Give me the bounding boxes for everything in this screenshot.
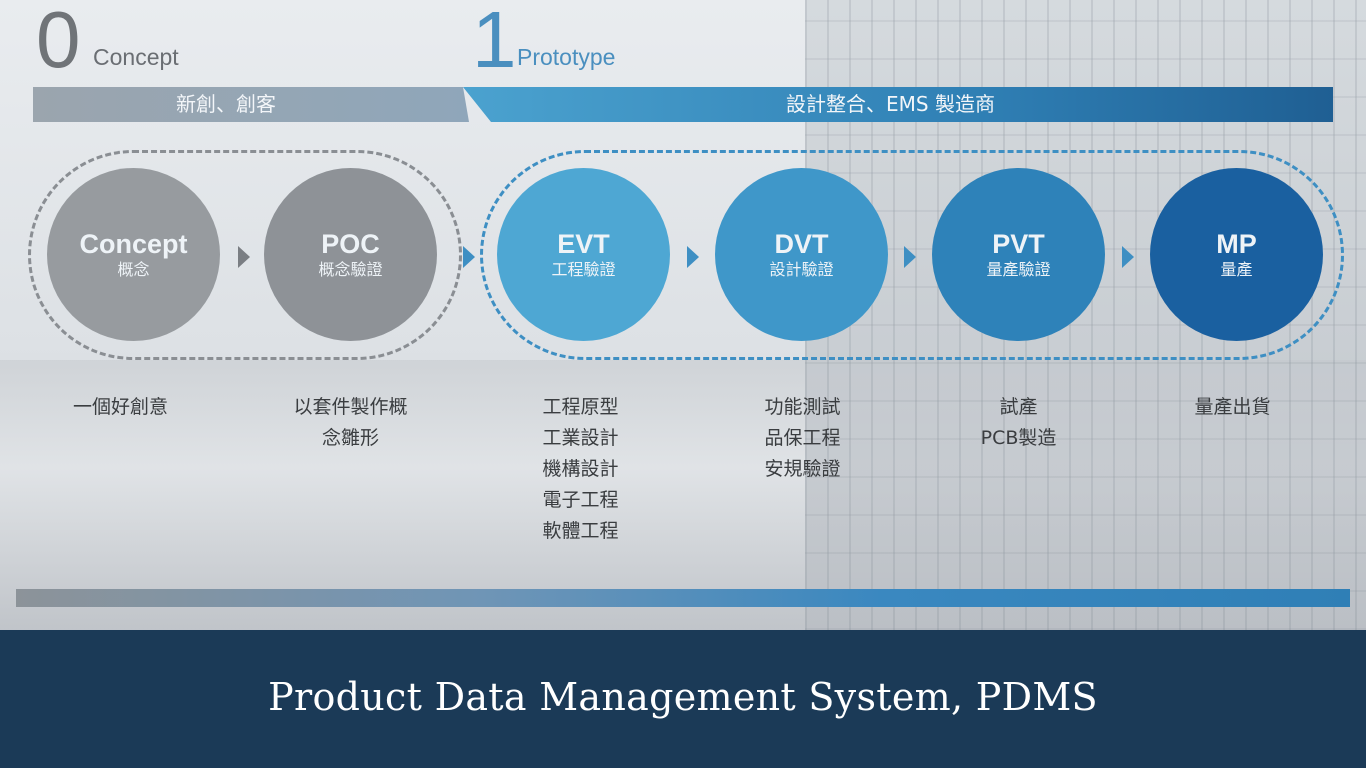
stage-subtitle: 概念: [117, 259, 150, 279]
stage-mp: MP 量產: [1150, 168, 1323, 341]
footer-title: Product Data Management System, PDMS: [268, 675, 1098, 719]
stage-details-pvt: 試產 PCB製造: [932, 392, 1105, 454]
detail-line: 量產出貨: [1194, 396, 1271, 418]
stage-title: PVT: [992, 228, 1045, 259]
stage-details-evt: 工程原型 工業設計 機構設計 電子工程 軟體工程: [494, 392, 667, 547]
stage-subtitle: 設計驗證: [769, 259, 834, 279]
arrow-right-icon: [238, 246, 250, 268]
concept-group-outline: [28, 150, 462, 360]
detail-line: 試產: [999, 396, 1038, 418]
phase-0-band-text: 新創、創客: [176, 92, 276, 116]
stage-subtitle: 工程驗證: [551, 259, 616, 279]
arrow-right-icon: [463, 246, 475, 268]
phase-1-number: 1: [472, 0, 517, 84]
stage-title: MP: [1216, 228, 1257, 259]
stage-pvt: PVT 量產驗證: [932, 168, 1105, 341]
detail-line: 工程原型: [542, 396, 619, 418]
phase-1-band: [463, 87, 1333, 122]
stage-details-mp: 量產出貨: [1146, 392, 1319, 423]
detail-line: 軟體工程: [542, 520, 619, 542]
detail-line: 品保工程: [764, 427, 841, 449]
detail-line: 電子工程: [542, 489, 619, 511]
stage-evt: EVT 工程驗證: [497, 168, 670, 341]
phase-0-band: [33, 87, 469, 122]
stage-subtitle: 量產驗證: [986, 259, 1051, 279]
stage-dvt: DVT 設計驗證: [715, 168, 888, 341]
arrow-right-icon: [1122, 246, 1134, 268]
bottom-gradient-bar: [16, 589, 1350, 607]
stage-concept: Concept 概念: [47, 168, 220, 341]
phase-0-number: 0: [36, 0, 81, 84]
phase-1-band-text: 設計整合、EMS 製造商: [786, 92, 995, 116]
phase-1-name: Prototype: [517, 44, 616, 70]
footer-banner: Product Data Management System, PDMS: [0, 630, 1366, 768]
detail-line: 以套件製作概: [293, 396, 408, 418]
stage-title: POC: [321, 228, 380, 259]
prototype-group-outline: [480, 150, 1344, 360]
stage-title: Concept: [79, 228, 188, 259]
stage-subtitle: 量產: [1220, 259, 1253, 279]
detail-line: 念雛形: [321, 427, 379, 449]
detail-line: PCB製造: [980, 427, 1057, 449]
arrow-right-icon: [904, 246, 916, 268]
detail-line: 安規驗證: [764, 458, 841, 480]
detail-line: 工業設計: [542, 427, 619, 449]
stage-details-dvt: 功能測試 品保工程 安規驗證: [716, 392, 889, 485]
stage-details-concept: 一個好創意: [34, 392, 207, 423]
stage-title: DVT: [774, 228, 829, 259]
arrow-right-icon: [687, 246, 699, 268]
stage-title: EVT: [557, 228, 610, 259]
stage-poc: POC 概念驗證: [264, 168, 437, 341]
stage-details-poc: 以套件製作概 念雛形: [264, 392, 437, 454]
detail-line: 機構設計: [542, 458, 619, 480]
detail-line: 功能測試: [764, 396, 841, 418]
detail-line: 一個好創意: [72, 396, 168, 418]
stage-subtitle: 概念驗證: [318, 259, 383, 279]
phase-0-name: Concept: [93, 44, 179, 70]
